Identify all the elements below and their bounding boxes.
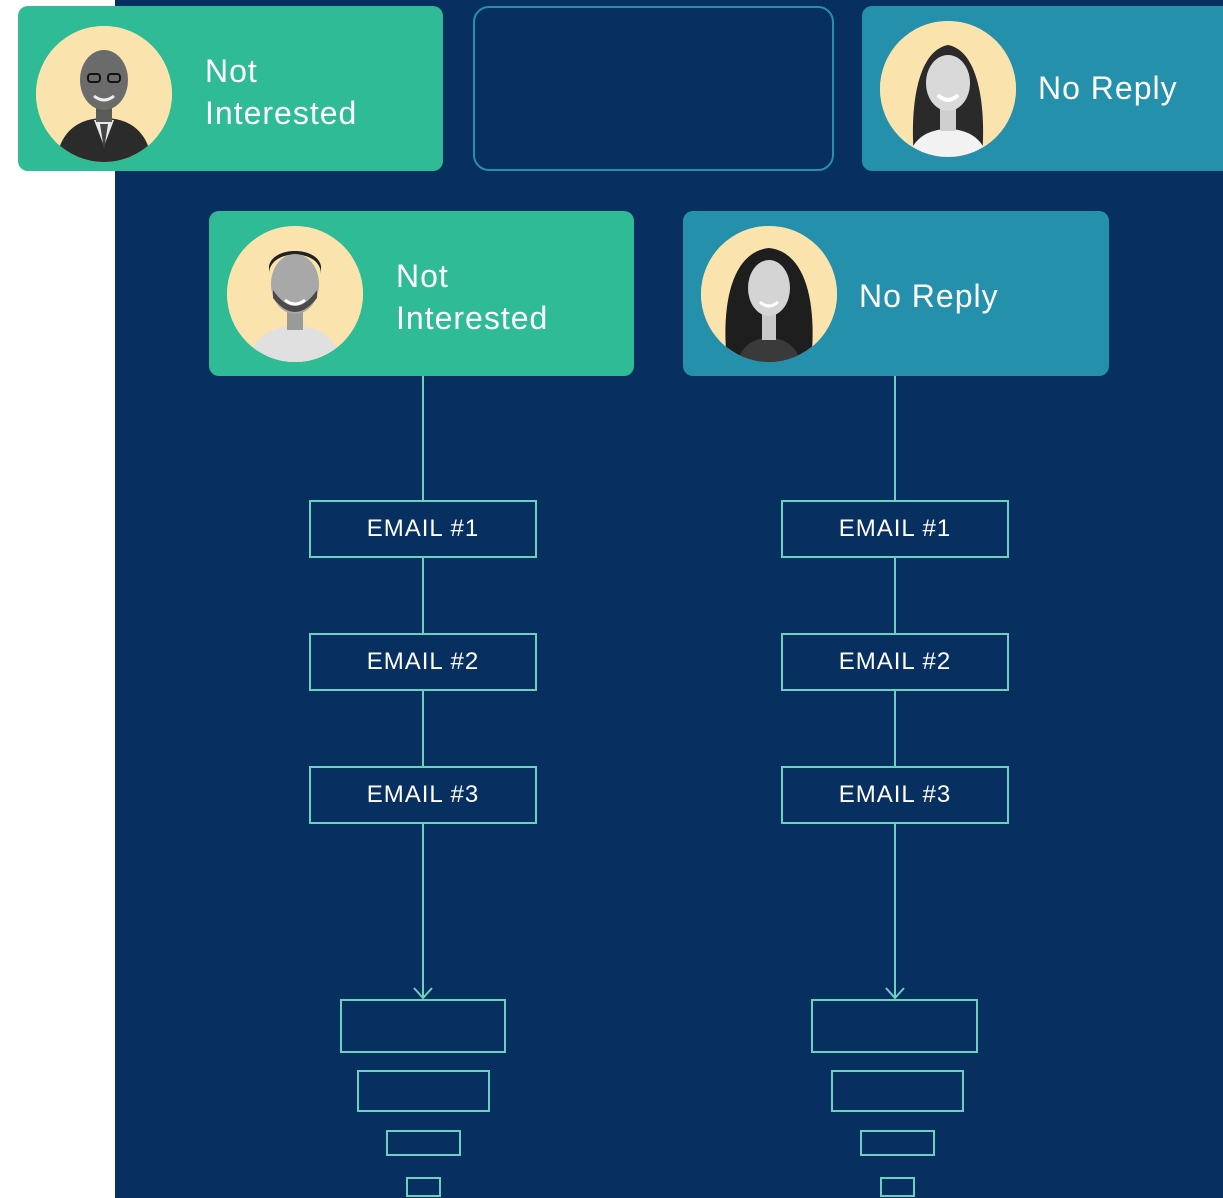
status-label: Not Interested bbox=[396, 258, 549, 336]
person-woman-longhair-icon bbox=[701, 226, 837, 362]
funnel-level-1 bbox=[340, 999, 506, 1053]
funnel-level-3 bbox=[386, 1130, 461, 1156]
email-step-box: EMAIL #1 bbox=[781, 500, 1009, 558]
left-arrowhead bbox=[413, 987, 433, 1000]
email-step-box: EMAIL #1 bbox=[309, 500, 537, 558]
funnel-level-2 bbox=[357, 1070, 490, 1112]
person-woman-smiling-icon bbox=[880, 21, 1016, 157]
status-label: No Reply bbox=[859, 278, 999, 314]
card-no-reply-mid: No Reply bbox=[683, 211, 1109, 376]
empty-card-placeholder bbox=[473, 6, 834, 171]
funnel-level-2 bbox=[831, 1070, 964, 1112]
email-step-box: EMAIL #2 bbox=[309, 633, 537, 691]
avatar bbox=[36, 26, 172, 162]
avatar bbox=[880, 21, 1016, 157]
avatar bbox=[227, 226, 363, 362]
funnel-level-1 bbox=[811, 999, 978, 1053]
funnel-level-3 bbox=[860, 1130, 935, 1156]
avatar bbox=[701, 226, 837, 362]
dark-background-panel bbox=[115, 0, 1223, 1198]
email-step-box: EMAIL #3 bbox=[309, 766, 537, 824]
card-not-interested-mid: Not Interested bbox=[209, 211, 634, 376]
status-label: No Reply bbox=[1038, 70, 1178, 106]
person-man-suit-icon bbox=[36, 26, 172, 162]
card-not-interested-top: Not Interested bbox=[18, 6, 443, 171]
person-man-beard-icon bbox=[227, 226, 363, 362]
funnel-level-4 bbox=[880, 1177, 915, 1197]
email-step-box: EMAIL #2 bbox=[781, 633, 1009, 691]
funnel-level-4 bbox=[406, 1177, 441, 1197]
right-arrowhead bbox=[885, 987, 905, 1000]
email-step-box: EMAIL #3 bbox=[781, 766, 1009, 824]
card-no-reply-top: No Reply bbox=[862, 6, 1223, 171]
status-label: Not Interested bbox=[205, 53, 358, 131]
